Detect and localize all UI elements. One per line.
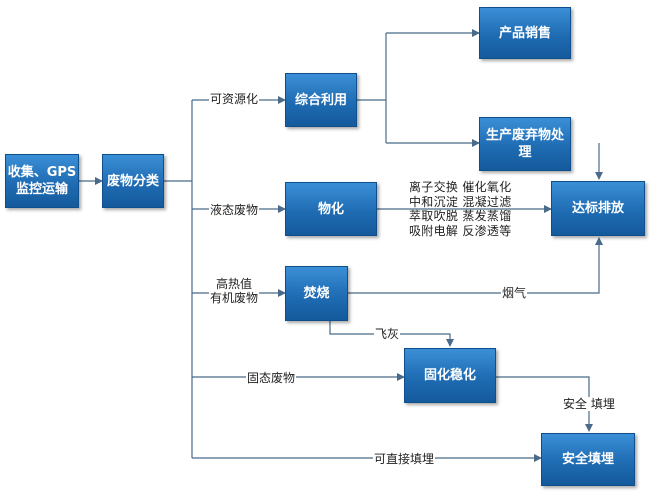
label-high-heat-organic-waste: 高热值 有机废物: [209, 277, 260, 305]
label-fly-ash: 飞灰: [374, 327, 401, 341]
node-solidification: 固化稳化: [404, 348, 496, 403]
node-collect-transport: 收集、GPS 监控运输: [5, 154, 79, 208]
physchem-methods-list: 离子交换 催化氧化 中和沉淀 混凝过滤 萃取吹脱 蒸发蒸馏 吸附电解 反渗透等: [409, 180, 512, 238]
label-recyclable: 可资源化: [209, 92, 260, 106]
node-comprehensive-use: 综合利用: [285, 73, 357, 127]
edge-incinerate-discharge: [348, 237, 603, 294]
method-line: 中和沉淀 混凝过滤: [409, 194, 512, 209]
node-physicochemical: 物化: [285, 182, 377, 236]
label-safe-landfill: 安全 填埋: [562, 397, 616, 411]
label-smoke: 烟气: [501, 286, 528, 300]
node-product-sales: 产品销售: [479, 7, 571, 59]
node-standard-discharge: 达标排放: [551, 181, 645, 236]
method-line: 吸附电解 反渗透等: [409, 223, 512, 238]
node-waste-classification: 废物分类: [102, 154, 164, 208]
label-solid-waste: 固态废物: [246, 371, 297, 385]
label-direct-landfill: 可直接填埋: [373, 452, 436, 466]
edge-solidify-landfill: [496, 376, 593, 432]
node-production-waste-treatment: 生产废弃物处 理: [479, 117, 571, 171]
method-line: 萃取吹脱 蒸发蒸馏: [409, 209, 512, 223]
method-line: 离子交换 催化氧化: [409, 180, 512, 194]
label-liquid-waste: 液态废物: [209, 203, 260, 217]
node-secure-landfill: 安全填埋: [541, 433, 635, 486]
node-incineration: 焚烧: [285, 266, 348, 321]
